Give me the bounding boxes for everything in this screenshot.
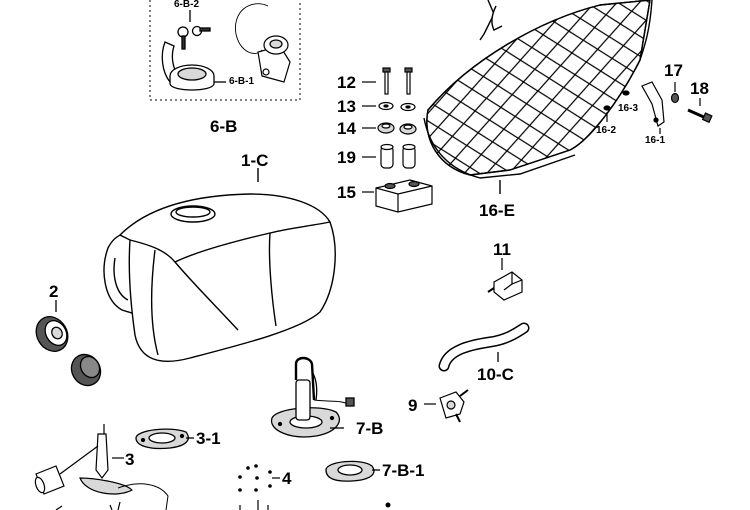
label-12: 12 — [337, 73, 356, 92]
part-14-spacers — [362, 122, 417, 135]
label-16-3: 16-3 — [618, 103, 639, 114]
label-3-1: 3-1 — [196, 429, 221, 448]
label-14: 14 — [337, 119, 356, 138]
label-1c: 1-C — [241, 151, 269, 170]
label-4: 4 — [282, 469, 292, 488]
label-7b: 7-B — [356, 419, 384, 438]
kit-6b-box — [149, 0, 301, 101]
label-6b2: 6-B-2 — [174, 0, 200, 10]
part-4-screws — [238, 464, 391, 510]
part-10c-hose — [438, 322, 530, 372]
label-11: 11 — [493, 240, 511, 259]
label-19: 19 — [337, 148, 356, 167]
part-12-bolts — [362, 67, 413, 95]
label-9: 9 — [408, 396, 418, 415]
part-15-mount-block — [362, 179, 433, 213]
part-7b1-gasket — [325, 460, 380, 482]
label-2: 2 — [49, 282, 59, 301]
part-6b1-fuel-cap — [161, 41, 226, 91]
part-9-fuel-tap — [424, 389, 469, 423]
part-11-connector — [487, 258, 523, 301]
label-6b: 6-B — [210, 117, 238, 136]
part-6b2-keys — [177, 10, 211, 50]
part-1c-fuel-tank — [103, 168, 336, 362]
label-17: 17 — [664, 61, 683, 80]
part-6b-ignition-lock — [235, 3, 291, 83]
part-13-washers — [362, 101, 416, 112]
part-3-fuel-sender — [34, 424, 169, 510]
label-13: 13 — [337, 97, 356, 116]
label-16-1: 16-1 — [645, 135, 666, 146]
part-2-caps — [35, 300, 102, 387]
part-18-bolt — [687, 98, 713, 124]
label-10c: 10-C — [477, 365, 514, 384]
part-19-rubber-bushes — [362, 143, 416, 169]
part-16e-seat — [423, 0, 653, 194]
part-17-nut — [670, 82, 680, 104]
label-7b1: 7-B-1 — [382, 461, 425, 480]
label-16-2: 16-2 — [596, 125, 617, 136]
label-16e: 16-E — [479, 201, 515, 220]
part-7b-fuel-pump — [271, 356, 355, 438]
label-3: 3 — [125, 450, 135, 469]
part-16-bracket — [603, 81, 665, 134]
label-18: 18 — [690, 79, 709, 98]
label-15: 15 — [337, 183, 356, 202]
label-6b1: 6-B-1 — [229, 76, 255, 87]
part-3-1-gasket — [135, 428, 194, 450]
